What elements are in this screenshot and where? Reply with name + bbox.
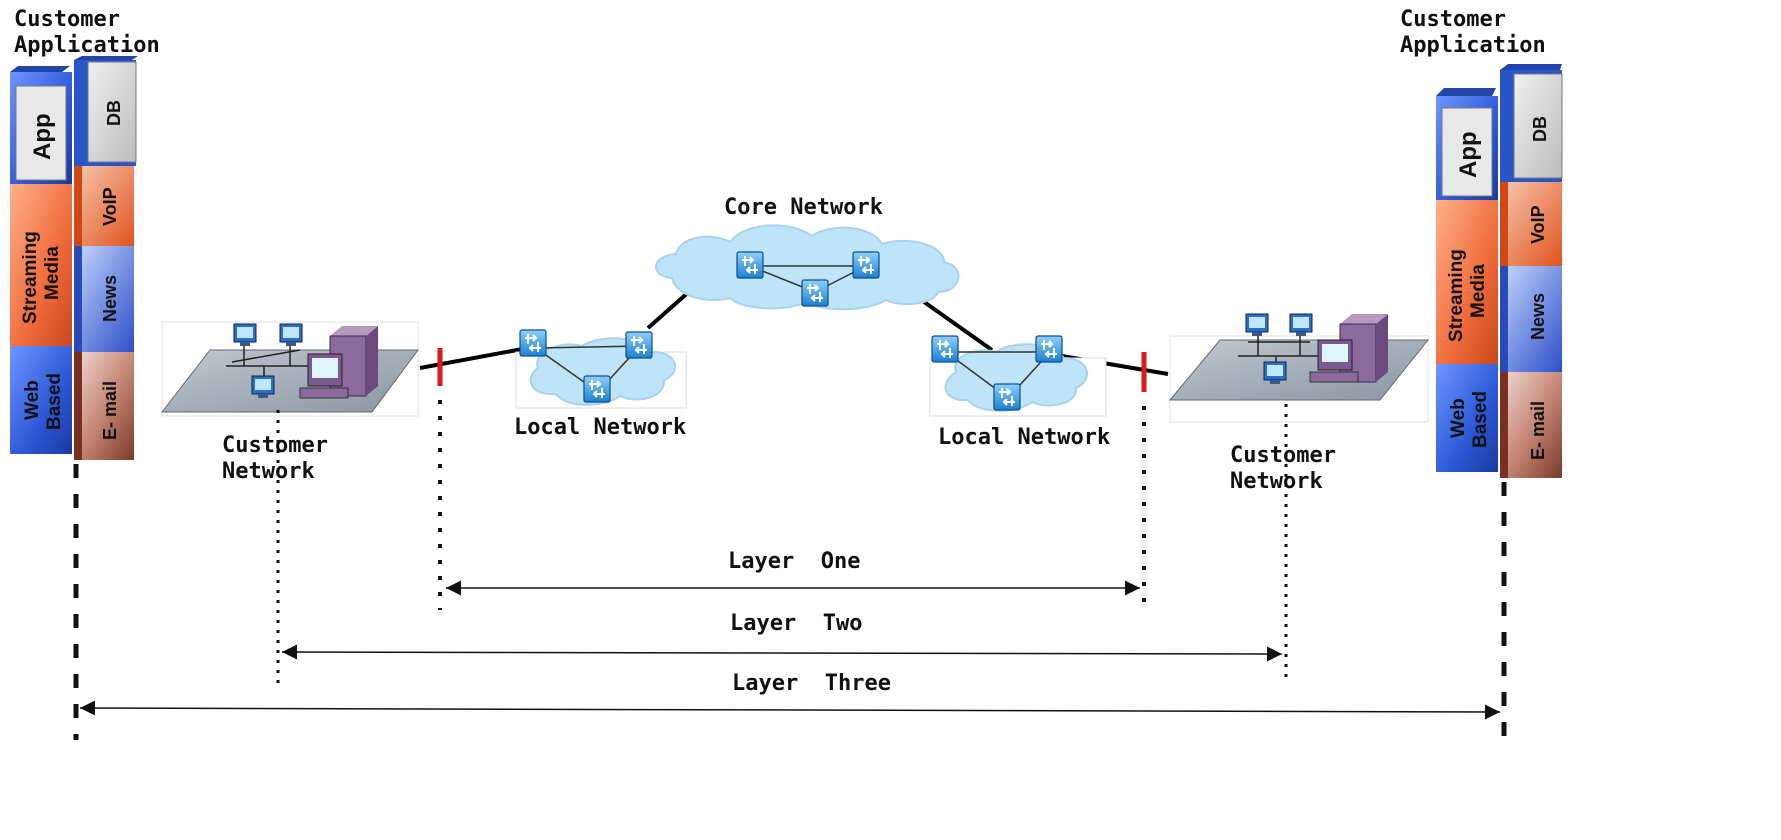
based-label: Based [44, 373, 65, 430]
layer-two-arrow [281, 644, 1283, 662]
router-icon [852, 251, 880, 279]
router-icon [931, 335, 959, 363]
email-block-right [1500, 372, 1562, 478]
right-stack-title-line1: Customer [1400, 7, 1506, 32]
news-label-right: News [1528, 293, 1548, 340]
right-stack-title-line2: Application [1400, 33, 1546, 58]
layer-one-label: Layer One [728, 549, 860, 574]
app-label-right: App [1455, 131, 1482, 178]
pc-icon [1289, 313, 1313, 337]
router-icon [736, 251, 764, 279]
customer-network-left-label2: Network [222, 459, 315, 484]
db-label: DB [104, 100, 124, 126]
email-label: E- mail [100, 381, 120, 440]
router-icon [993, 383, 1021, 411]
web-label: Web [22, 380, 43, 420]
streaming-media-block-right [1436, 200, 1498, 364]
customer-network-left: Customer Network [160, 321, 419, 484]
customer-network-right: Customer Network [1168, 313, 1430, 494]
voip-block [74, 166, 134, 246]
server-icon [1309, 314, 1388, 383]
customer-network-right-label1: Customer [1230, 443, 1336, 468]
media-label-right: Media [1468, 264, 1489, 318]
news-block [74, 246, 134, 352]
local-network-right-label: Local Network [938, 425, 1110, 450]
voip-label: VoIP [100, 187, 120, 226]
left-stack-title-line1: Customer [14, 7, 120, 32]
layer-one: Layer One [446, 549, 1140, 596]
web-based-block-right [1436, 364, 1498, 472]
router-icon [583, 375, 611, 403]
customer-network-right-label2: Network [1230, 469, 1323, 494]
router-icon [801, 279, 829, 307]
app-label: App [29, 113, 56, 160]
email-label-right: E- mail [1528, 401, 1548, 460]
local-network-left: Local Network [514, 329, 687, 440]
left-app-stack: Customer Application App Streaming Media… [10, 7, 160, 460]
layer-three-arrow [79, 700, 1501, 720]
layer-three: Layer Three [79, 671, 1501, 720]
router-icon [625, 331, 653, 359]
email-block [74, 352, 134, 460]
streaming-label: Streaming [20, 231, 41, 324]
streaming-label-right: Streaming [1446, 249, 1467, 342]
voip-block-right [1500, 182, 1562, 266]
web-label-right: Web [1448, 398, 1469, 438]
right-app-stack: Customer Application App Streaming Media… [1400, 7, 1563, 478]
web-based-block [10, 346, 72, 454]
pc-icon [1245, 313, 1269, 337]
core-network-label: Core Network [724, 195, 883, 220]
router-icon [1035, 335, 1063, 363]
voip-label-right: VoIP [1528, 205, 1548, 244]
local-network-right: Local Network [929, 335, 1110, 450]
based-label-right: Based [1470, 391, 1491, 448]
news-label: News [100, 275, 120, 322]
layer-two: Layer Two [281, 611, 1283, 662]
router-icon [519, 329, 547, 357]
layer-two-label: Layer Two [730, 611, 862, 636]
db-label-right: DB [1530, 116, 1550, 142]
core-network-cloud: Core Network [655, 195, 960, 311]
server-icon [299, 326, 378, 399]
media-label: Media [42, 246, 63, 300]
left-stack-title-line2: Application [14, 33, 160, 58]
layer-guides [73, 400, 1507, 740]
streaming-media-block [10, 184, 72, 346]
layer-three-label: Layer Three [732, 671, 891, 696]
customer-network-left-label1: Customer [222, 433, 328, 458]
local-network-left-label: Local Network [514, 415, 686, 440]
news-block-right [1500, 266, 1562, 372]
